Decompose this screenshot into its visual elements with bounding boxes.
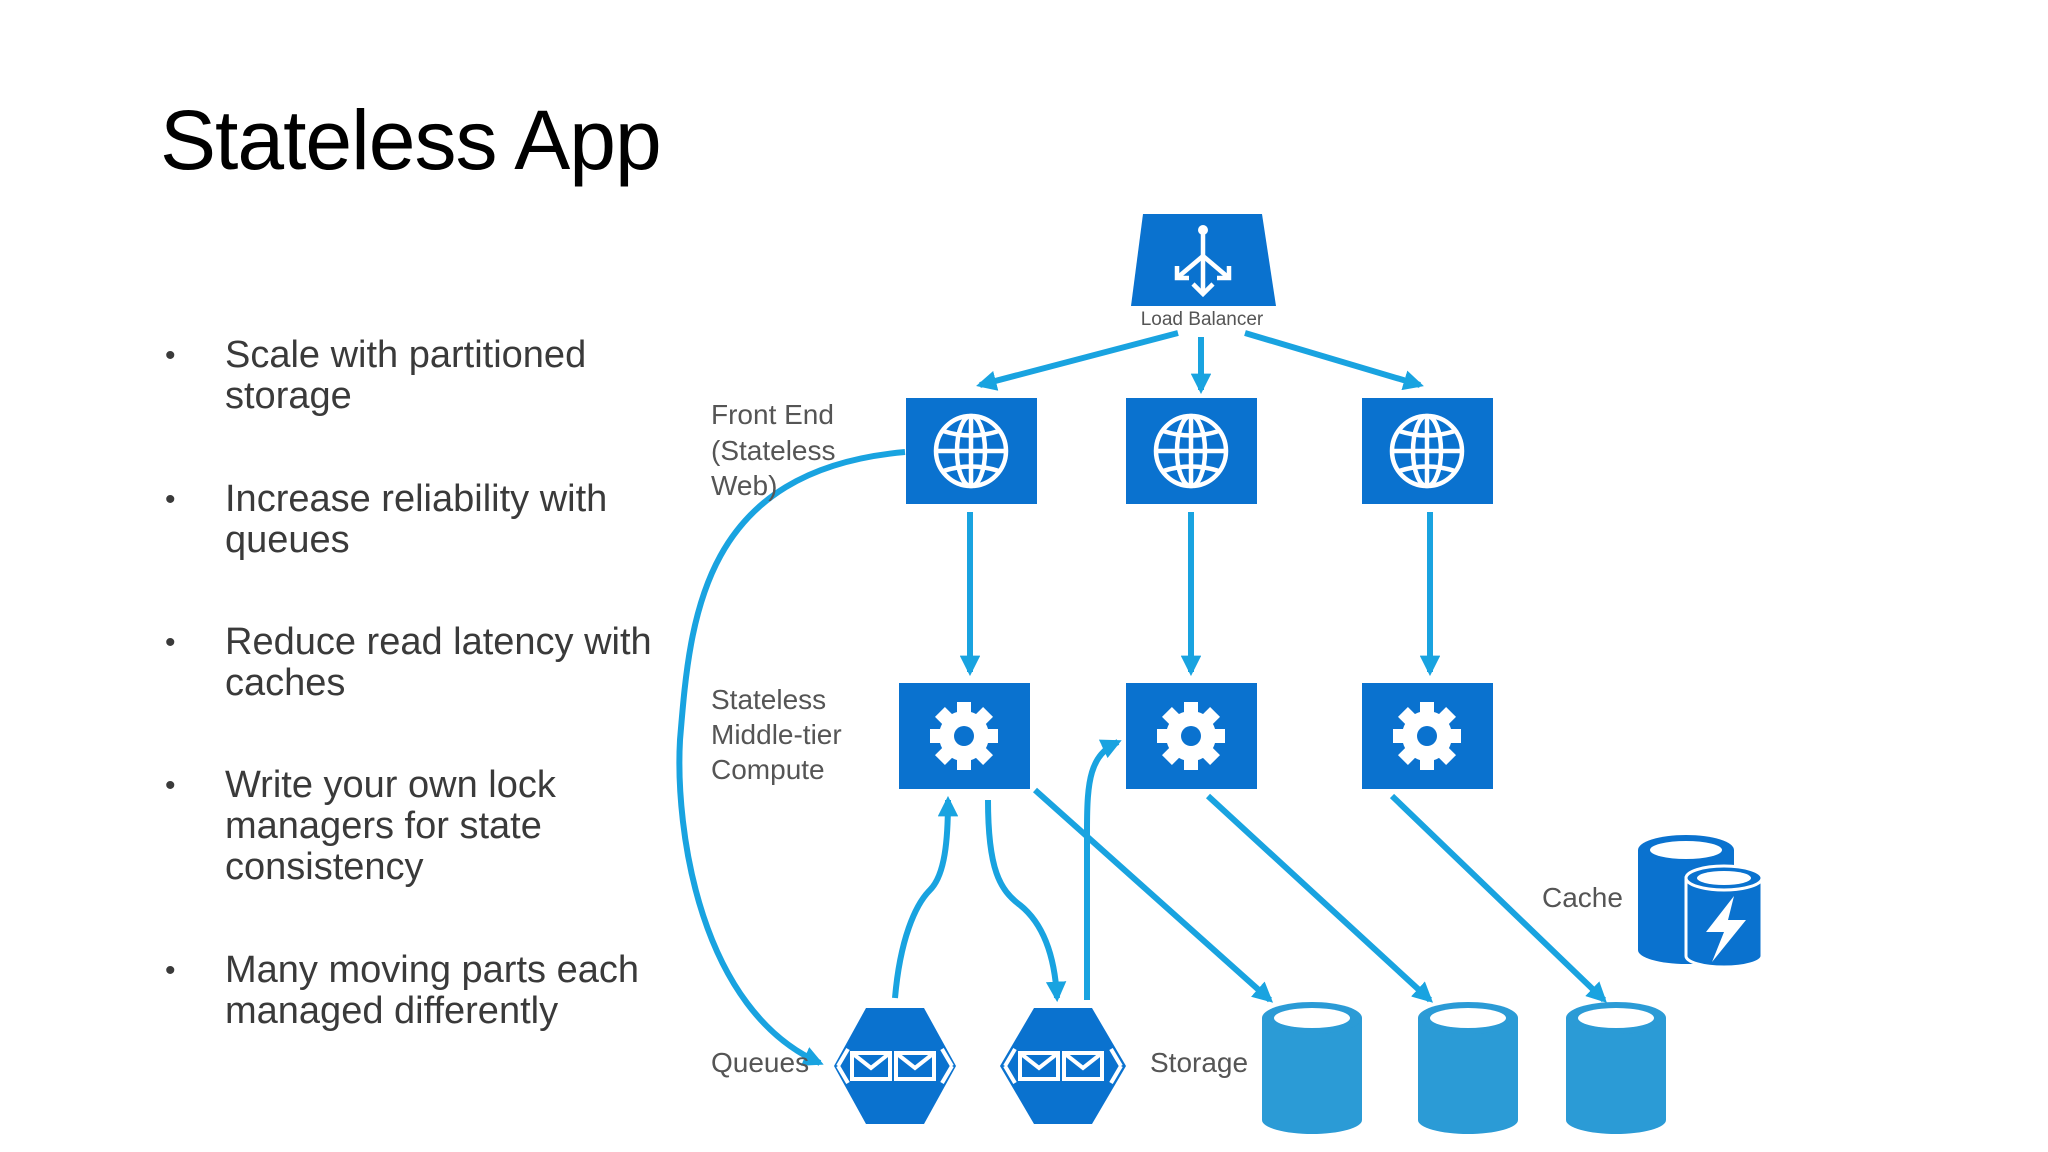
front-end-label-line: Web) bbox=[711, 470, 777, 501]
storage-label: Storage bbox=[1150, 1047, 1248, 1078]
bullet-text: Increase reliability with queues bbox=[225, 478, 608, 561]
arrow-lb-to-fe1 bbox=[976, 330, 1179, 391]
cache-icon bbox=[1638, 835, 1764, 969]
mail-icon bbox=[836, 1047, 954, 1085]
arrow-queue2-to-mt2 bbox=[1084, 739, 1122, 1000]
globe-icon bbox=[1153, 413, 1229, 489]
bullet-text: Reduce read latency with caches bbox=[225, 621, 652, 704]
bullet-text: Write your own lock managers for state c… bbox=[225, 764, 556, 888]
bullet-dot: • bbox=[165, 339, 176, 372]
arrow-mt2-to-storage2 bbox=[1205, 793, 1434, 1003]
arrow-mt1-to-storage1 bbox=[1033, 787, 1274, 1003]
load-balancer-node: Load Balancer bbox=[1131, 214, 1276, 330]
front-end-label-line: (Stateless bbox=[711, 435, 836, 466]
diagram-labels: Front End (Stateless Web) Stateless Midd… bbox=[711, 399, 1623, 1078]
front-end-label-line: Front End bbox=[711, 399, 834, 430]
globe-icon bbox=[1389, 413, 1465, 489]
load-balancer-icon bbox=[1174, 225, 1232, 298]
load-balancer-label: Load Balancer bbox=[1141, 309, 1264, 330]
queue-node bbox=[834, 1008, 956, 1124]
front-end-node bbox=[906, 398, 1037, 504]
arrow-queue1-to-mt1 bbox=[892, 795, 959, 999]
storage-cylinder bbox=[1418, 1002, 1518, 1134]
slide-title: Stateless App bbox=[160, 93, 662, 187]
gear-icon bbox=[1393, 702, 1461, 770]
arrow-mt1-to-queue2 bbox=[985, 799, 1067, 1003]
storage-cylinder bbox=[1262, 1002, 1362, 1134]
arrow-lb-to-fe3 bbox=[1244, 330, 1424, 391]
bullet-text: Many moving parts each managed different… bbox=[225, 949, 639, 1032]
queues-label: Queues bbox=[711, 1047, 809, 1078]
arrow-fe1-to-queue1 bbox=[676, 449, 906, 1066]
front-end-node bbox=[1362, 398, 1493, 504]
bullet-dot: • bbox=[165, 483, 176, 516]
arrow-mt3-to-storage3 bbox=[1389, 793, 1607, 1003]
gear-icon bbox=[1157, 702, 1225, 770]
connector-arrows bbox=[676, 330, 1607, 1066]
cache-label: Cache bbox=[1542, 882, 1623, 913]
middle-tier-label-line: Compute bbox=[711, 754, 825, 785]
middle-tier-label-line: Middle-tier bbox=[711, 719, 842, 750]
mail-icon bbox=[1003, 1047, 1123, 1085]
globe-icon bbox=[933, 413, 1009, 489]
compute-node bbox=[1362, 683, 1493, 789]
bullet-dot: • bbox=[165, 769, 176, 802]
storage-cylinder bbox=[1566, 1002, 1666, 1134]
gear-icon bbox=[930, 702, 998, 770]
bullet-text: Scale with partitioned storage bbox=[225, 334, 587, 417]
queue-node bbox=[1000, 1008, 1126, 1124]
compute-node bbox=[1126, 683, 1257, 789]
bullet-dot: • bbox=[165, 954, 176, 987]
front-end-node bbox=[1126, 398, 1257, 504]
compute-node bbox=[899, 683, 1030, 789]
middle-tier-label-line: Stateless bbox=[711, 684, 826, 715]
bullet-dot: • bbox=[165, 626, 176, 659]
